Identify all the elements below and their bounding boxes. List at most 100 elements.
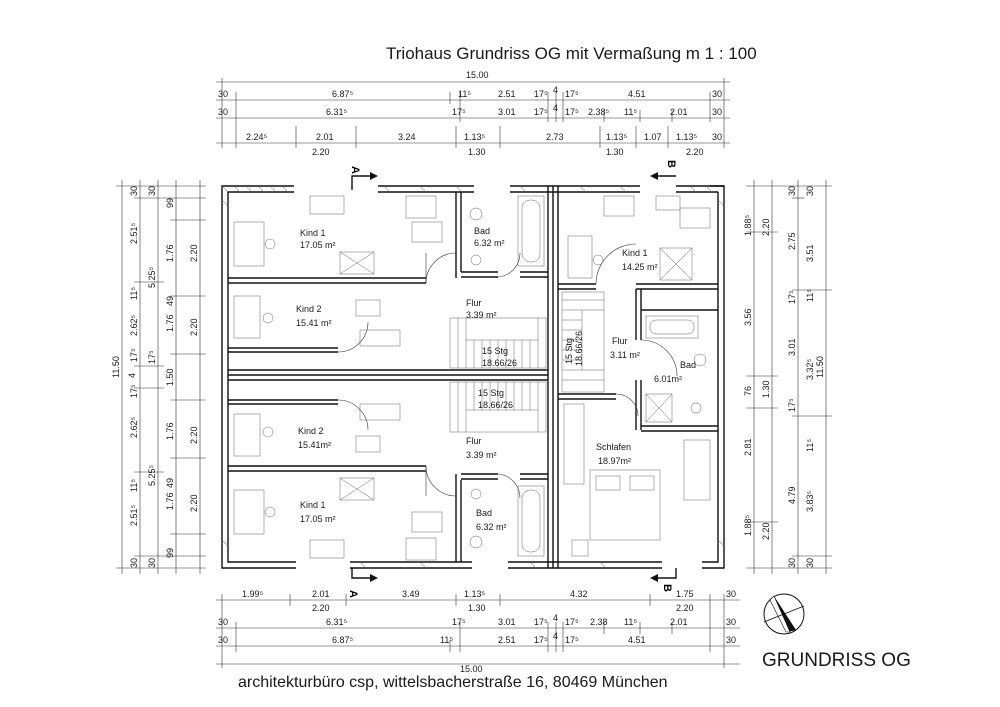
- dim-right-c4-6: 30: [805, 558, 815, 568]
- room-kind1-bottom-name: Kind 1: [300, 500, 326, 510]
- room-stair-bottom-area: 18.66/26: [478, 400, 513, 410]
- room-flur-bottom-area: 3.39 m²: [466, 450, 497, 460]
- dim-left-total: 11.50: [111, 356, 121, 378]
- dim-bot-r2-1: 6.31⁵: [326, 617, 348, 627]
- dim-right-c3-4: 17⁵: [787, 398, 797, 412]
- dim-top-r2-4: 17⁵: [534, 107, 548, 117]
- dim-top-r4-1: 1.30: [468, 147, 486, 157]
- room-kind1-right-area: 14.25 m²: [622, 262, 658, 272]
- room-stair-top-name: 15 Stg: [482, 346, 508, 356]
- room-bad-right-area: 6.01m²: [654, 374, 682, 384]
- room-bad-bottom-name: Bad: [476, 508, 492, 518]
- dim-top-r3-2: 3.24: [398, 132, 416, 142]
- dim-bot-r3-0: 30: [218, 635, 228, 645]
- dim-left-c1-10: 30: [129, 558, 139, 568]
- dim-top-r2-1: 6.31⁵: [326, 107, 348, 117]
- dim-right-c1-1: 3.56: [743, 308, 753, 326]
- dim-bot-r1-2: 3.49: [402, 589, 420, 599]
- dim-top-r1-0: 30: [218, 89, 228, 99]
- room-kind1-right-name: Kind 1: [622, 248, 648, 258]
- dim-top-r1-1: 6.87⁵: [332, 89, 354, 99]
- dim-right-c3-2: 17⁵: [787, 290, 797, 304]
- dim-right-c1-0: 1.88⁵: [743, 214, 753, 236]
- north-arrow-icon: [763, 593, 805, 635]
- dim-left-c1-2: 11⁵: [129, 287, 139, 300]
- dim-top-r2-6: 17⁵: [565, 107, 579, 117]
- dim-bot-r2-10: 30: [726, 617, 736, 627]
- dim-top-r2-3: 3.01: [498, 107, 516, 117]
- walls: [221, 185, 725, 569]
- dim-top-r3-4: 2.73: [546, 132, 564, 142]
- staircases: [449, 291, 605, 433]
- dim-bot-r2-0: 30: [218, 617, 228, 627]
- dim-left-c2-1: 5.25⁵: [147, 266, 157, 288]
- dim-top-r3-5: 1.13⁵: [606, 132, 628, 142]
- room-stair-right-area: 18.66/26: [574, 331, 584, 366]
- door-swings: [337, 243, 678, 499]
- dim-bot-r1-0: 1.99⁵: [242, 589, 264, 599]
- dim-left-c1-8: 11⁵: [129, 479, 139, 492]
- dim-left-c1-9: 2.51⁵: [129, 504, 139, 526]
- right-dimension-chains: 1.88⁵ 3.56 76 2.81 1.88⁵ 2.20 1.30 2.20 …: [743, 180, 832, 574]
- dim-top-r3-3: 1.13⁵: [464, 132, 486, 142]
- section-a-top-label: A: [349, 166, 361, 174]
- room-kind2-bottom-name: Kind 2: [298, 426, 324, 436]
- dim-bot-r1-1: 2.01: [312, 589, 330, 599]
- dim-right-c4-1: 3.51: [805, 244, 815, 262]
- dim-top-r2-5: 4: [553, 103, 558, 113]
- room-kind1-bottom-area: 17.05 m²: [300, 514, 336, 524]
- dim-bot-total: 15.00: [460, 664, 483, 674]
- dim-left-c1-4: 17⁵: [129, 348, 139, 362]
- left-dimension-chains: 11.50 30 2.51⁵ 11⁵ 2.62⁵ 17⁵ 4 17⁵ 2.62⁵…: [111, 180, 206, 574]
- section-b-top-label: B: [665, 160, 677, 168]
- bottom-dimension-chains: 1.99⁵ 2.01 3.49 1.13⁵ 4.32 1.75 30 2.20 …: [216, 589, 740, 674]
- dim-right-c3-5: 4.79: [787, 486, 797, 504]
- dim-left-c3-4: 1.50: [165, 368, 175, 386]
- dim-bot-r3-8: 30: [726, 635, 736, 645]
- dim-right-c3-0: 30: [787, 186, 797, 196]
- dim-top-r3-6: 1.07: [644, 132, 662, 142]
- dim-right-c2-0: 2.20: [761, 218, 771, 236]
- dim-left-c4-1: 2.20: [189, 318, 199, 336]
- dim-bot-r3-3: 2.51: [498, 635, 516, 645]
- dim-left-c3-8: 99: [165, 548, 175, 558]
- dim-top-total: 15.00: [466, 70, 489, 80]
- dim-left-c2-3: 5.25⁵: [147, 464, 157, 486]
- dim-bot-r2-6: 17⁵: [565, 617, 579, 627]
- dim-left-c1-0: 30: [129, 186, 139, 196]
- dim-bot-r3-6: 17⁵: [565, 635, 579, 645]
- dim-left-c3-6: 49: [165, 478, 175, 488]
- room-bad-top-area: 6.32 m²: [474, 238, 505, 248]
- dim-left-c3-0: 99: [165, 198, 175, 208]
- furniture: [233, 195, 711, 561]
- dim-top-r2-8: 11⁵: [624, 107, 637, 117]
- section-b-bottom-label: B: [661, 584, 673, 592]
- dim-left-c1-7: 2.62⁵: [129, 416, 139, 438]
- dim-top-r3-0: 2.24⁵: [246, 132, 268, 142]
- dim-right-c4-0: 30: [805, 186, 815, 196]
- room-bad-bottom-area: 6.32 m²: [476, 522, 507, 532]
- dim-left-c1-3: 2.62⁵: [129, 314, 139, 336]
- dim-left-c1-1: 2.51⁵: [129, 222, 139, 244]
- dim-bot-r3-5: 4: [553, 631, 558, 641]
- dim-left-c4-0: 2.20: [189, 244, 199, 262]
- section-a-bottom-label: A: [347, 590, 359, 598]
- dim-top-r2-0: 30: [218, 107, 228, 117]
- room-schlafen-area: 18.97m²: [598, 456, 631, 466]
- drawing-title: Triohaus Grundriss OG mit Vermaßung m 1 …: [386, 44, 757, 63]
- dim-bot-r1b-0: 2.20: [312, 603, 330, 613]
- dim-right-c4-3: 3.32⁵: [805, 358, 815, 380]
- room-labels: Kind 1 17.05 m² Bad 6.32 m² Kind 2 15.41…: [296, 226, 696, 532]
- dim-right-c4-5: 3.83⁵: [805, 490, 815, 512]
- dim-bot-r2-9: 2.01: [670, 617, 688, 627]
- dim-left-c2-2: 17⁵: [147, 350, 157, 364]
- dim-bot-r1b-2: 2.20: [676, 603, 694, 613]
- dim-left-c3-2: 49: [165, 296, 175, 306]
- dim-top-r4-2: 1.30: [606, 147, 624, 157]
- dim-right-c4-2: 11⁵: [805, 289, 815, 302]
- architect-address: architekturbüro csp, wittelsbacherstraße…: [238, 674, 668, 691]
- dim-bot-r1-4: 4.32: [570, 589, 588, 599]
- dim-top-r4-3: 2.20: [686, 147, 704, 157]
- dim-top-r1-6: 17⁵: [565, 89, 579, 99]
- dim-right-c3-1: 2.75: [787, 232, 797, 250]
